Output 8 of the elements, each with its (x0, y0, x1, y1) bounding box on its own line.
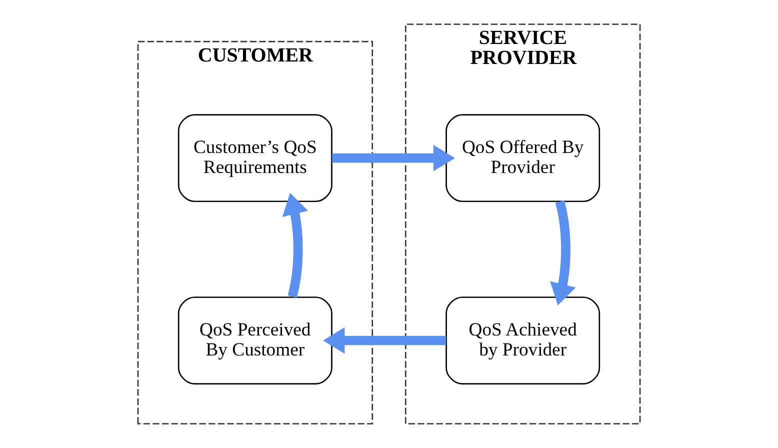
arrow (282, 192, 308, 298)
arrow (323, 327, 446, 354)
node-box: Customer’s QoS Requirements (178, 114, 332, 202)
node-box: QoS Offered By Provider (446, 114, 600, 202)
node-box: QoS Achieved by Provider (446, 296, 600, 384)
node-box: QoS Perceived By Customer (178, 296, 332, 384)
arrow (332, 144, 455, 172)
arrow (550, 200, 576, 306)
